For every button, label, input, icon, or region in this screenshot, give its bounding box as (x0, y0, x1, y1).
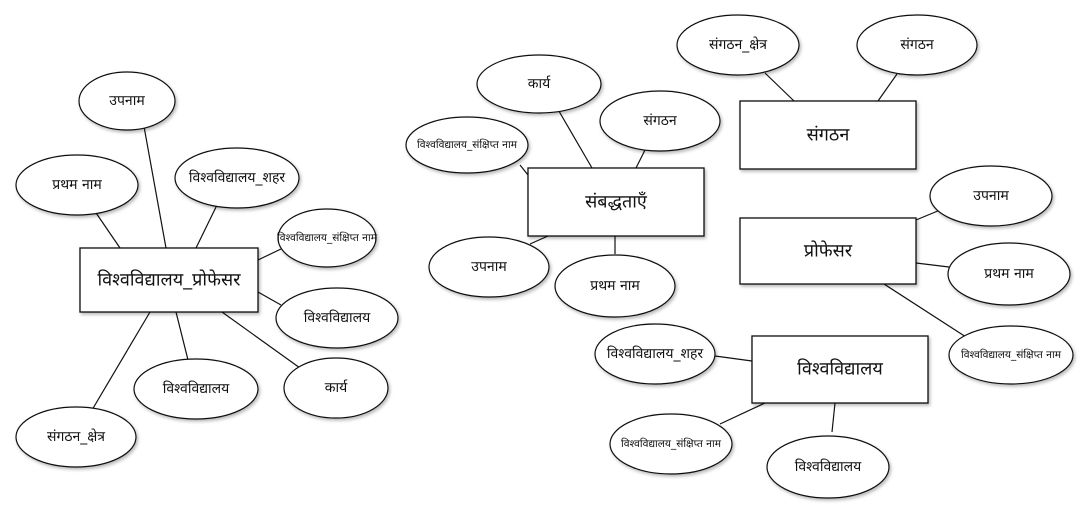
attr-un-name: विश्वविद्यालय (766, 435, 890, 499)
attr-af-first-name: प्रथम नाम (554, 254, 676, 318)
attr-label: संगठन_क्षेत्र (709, 36, 767, 53)
attr-label: विश्वविद्यालय_संक्षिप्त नाम (621, 437, 722, 450)
attr-af-work: कार्य (476, 54, 602, 114)
attr-label: संगठन_क्षेत्र (47, 428, 105, 445)
edge-un-name (831, 402, 836, 433)
entity-label: विश्वविद्यालय_प्रोफेसर (98, 269, 242, 291)
attr-af-organization: संगठन (599, 90, 721, 152)
edge-pr-first-name (915, 262, 950, 268)
attr-up-univ-abbrev: विश्वविद्यालय_संक्षिप्त नाम (277, 208, 378, 268)
attr-label: उपनाम (973, 188, 1009, 204)
edge-af-univ-abbrev (519, 164, 529, 176)
attr-up-first-name: प्रथम नाम (15, 154, 139, 216)
entity-label: विश्वविद्यालय (797, 358, 883, 380)
entity-affiliations: संबद्धताएँ (527, 167, 705, 237)
entity-label: संगठन (807, 125, 851, 146)
attr-label: प्रथम नाम (52, 177, 102, 193)
attr-un-abbrev: विश्वविद्यालय_संक्षिप्त नाम (609, 413, 733, 475)
attr-pr-first-name: प्रथम नाम (947, 242, 1071, 306)
attr-label: विश्वविद्यालय_संक्षिप्त नाम (961, 348, 1062, 361)
attr-label: विश्वविद्यालय_शहर (189, 169, 286, 186)
attr-label: विश्वविद्यालय (795, 458, 862, 475)
attr-pr-univ-abbrev: विश्वविद्यालय_संक्षिप्त नाम (948, 325, 1074, 385)
attr-label: संगठन (900, 37, 933, 53)
edge-un-city (714, 355, 753, 362)
attr-un-city: विश्वविद्यालय_शहर (594, 323, 716, 385)
attr-label: विश्वविद्यालय_शहर (607, 345, 704, 362)
entity-university: विश्वविद्यालय (751, 335, 929, 404)
attr-label: विश्वविद्यालय (304, 309, 371, 326)
attr-org-field: संगठन_क्षेत्र (676, 14, 800, 76)
edge-up-work (221, 311, 301, 369)
entity-organization: संगठन (739, 100, 917, 170)
attr-label: प्रथम नाम (984, 266, 1034, 282)
edge-up-univ-abbrev (257, 248, 282, 261)
entity-label: संबद्धताएँ (585, 191, 648, 213)
attr-org-name: संगठन (856, 14, 978, 76)
edge-up-university (257, 291, 282, 306)
entity-label: प्रोफेसर (804, 240, 853, 262)
attr-label: विश्वविद्यालय_संक्षिप्त नाम (417, 138, 518, 151)
attr-up-university: विश्वविद्यालय (275, 287, 399, 349)
edge-af-surname (529, 235, 549, 245)
edge-org-field (764, 72, 795, 102)
entity-university-professor: विश्वविद्यालय_प्रोफेसर (79, 247, 259, 313)
edge-un-abbrev (719, 402, 766, 425)
attr-label: संगठन (643, 113, 676, 129)
edge-up-org-field (91, 311, 151, 411)
attr-up-work: कार्य (283, 357, 389, 419)
attr-af-univ-abbrev: विश्वविद्यालय_संक्षिप्त नाम (405, 116, 529, 174)
attr-af-surname: उपनाम (428, 236, 550, 298)
attr-label: उपनाम (109, 93, 145, 109)
attr-up-org-field: संगठन_क्षेत्र (15, 406, 137, 468)
edge-pr-univ-abbrev (883, 283, 967, 338)
edge-up-univ-city (195, 204, 218, 249)
attr-label: कार्य (325, 379, 348, 396)
attr-up-university-2: विश्वविद्यालय (133, 358, 259, 420)
attr-up-surname: उपनाम (78, 71, 176, 131)
edge-af-organization (635, 147, 647, 169)
edge-up-university-2 (175, 311, 189, 361)
attr-label: विश्वविद्यालय (163, 380, 230, 397)
attr-label: कार्य (528, 75, 551, 92)
attr-label: विश्वविद्यालय_संक्षिप्त नाम (277, 231, 378, 244)
attr-label: उपनाम (471, 259, 507, 275)
attr-up-univ-city: विश्वविद्यालय_शहर (174, 147, 300, 209)
edge-af-work (555, 105, 593, 169)
relationship-lines (91, 72, 967, 433)
entity-professor: प्रोफेसर (739, 217, 917, 285)
attr-label: प्रथम नाम (590, 278, 640, 294)
edge-up-surname (142, 120, 167, 249)
attr-pr-surname: उपनाम (929, 165, 1053, 227)
edge-org-name (877, 73, 898, 102)
